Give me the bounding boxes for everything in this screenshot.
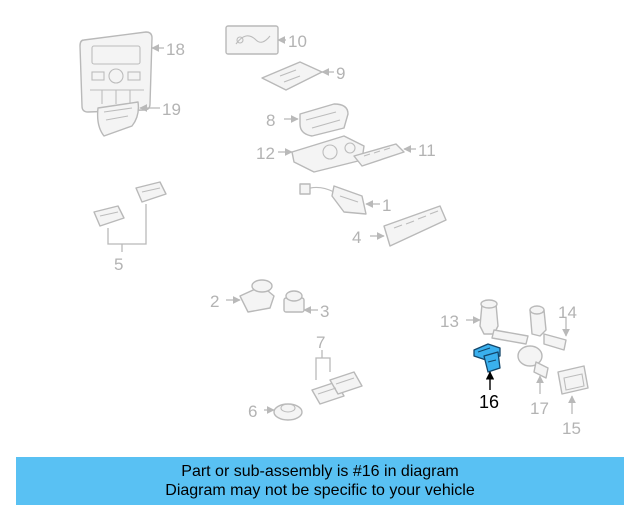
- part-13-sensor[interactable]: [479, 299, 529, 345]
- callout-8: 8: [266, 111, 275, 130]
- callout-15: 15: [562, 419, 581, 438]
- callout-10: 10: [288, 32, 307, 51]
- callout-1: 1: [382, 196, 391, 215]
- info-banner: Part or sub-assembly is #16 in diagram D…: [16, 457, 624, 505]
- part-18-control-panel[interactable]: [79, 31, 153, 113]
- callout-19: 19: [162, 100, 181, 119]
- part-7-twin-switch[interactable]: [311, 371, 363, 405]
- part-10-wire-clip[interactable]: [225, 25, 279, 55]
- callout-18: 18: [166, 40, 185, 59]
- banner-line-1: Part or sub-assembly is #16 in diagram: [181, 463, 459, 480]
- callout-5: 5: [114, 255, 123, 274]
- banner-line-2: Diagram may not be specific to your vehi…: [165, 482, 475, 499]
- part-4-switch-module[interactable]: [383, 205, 447, 247]
- callout-9: 9: [336, 64, 345, 83]
- callout-14: 14: [558, 303, 577, 322]
- part-5-switch-pair[interactable]: [93, 181, 167, 227]
- part-16-highlighted[interactable]: [473, 343, 501, 373]
- part-1-switch[interactable]: [299, 183, 367, 215]
- callout-17: 17: [530, 399, 549, 418]
- callout-3: 3: [320, 302, 329, 321]
- part-6-small-knob[interactable]: [273, 403, 303, 421]
- callout-12: 12: [256, 144, 275, 163]
- callout-7: 7: [316, 333, 325, 352]
- callout-4: 4: [352, 228, 361, 247]
- part-19-bezel[interactable]: [96, 101, 140, 137]
- callout-16: 16: [479, 392, 499, 412]
- callout-11: 11: [418, 141, 436, 160]
- part-8-housing[interactable]: [299, 103, 349, 137]
- part-3-knob[interactable]: [283, 290, 305, 313]
- parts-diagram: 18 19 10 9 8 12 11: [79, 25, 589, 438]
- callout-2: 2: [210, 292, 219, 311]
- part-12-tray[interactable]: [291, 135, 365, 173]
- callout-6: 6: [248, 402, 257, 421]
- part-17-round-sensor[interactable]: [517, 345, 549, 379]
- part-11-switch-strip[interactable]: [353, 143, 405, 167]
- part-9-plate[interactable]: [261, 61, 323, 91]
- callout-13: 13: [440, 312, 459, 331]
- part-2-knob[interactable]: [239, 279, 275, 313]
- part-15-button-switch[interactable]: [557, 365, 589, 395]
- part-14-sensor[interactable]: [529, 305, 567, 351]
